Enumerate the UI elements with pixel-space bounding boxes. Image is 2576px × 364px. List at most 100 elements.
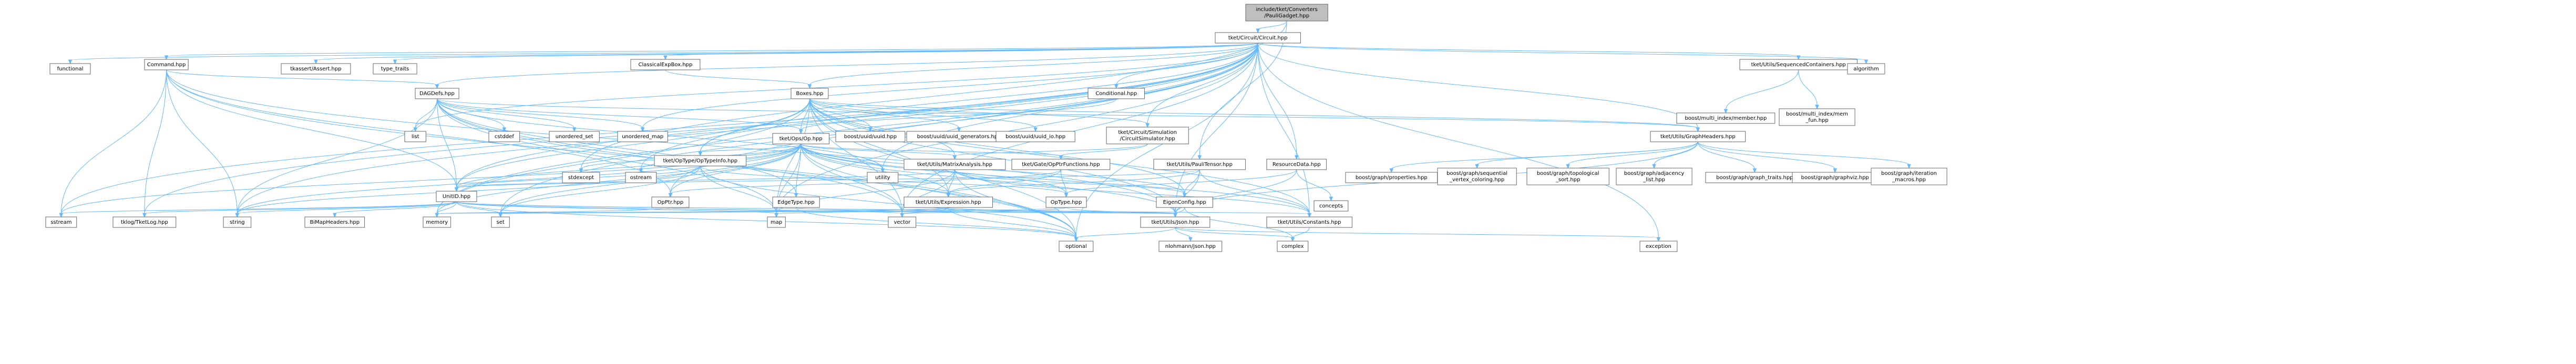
- node-box: [488, 131, 520, 142]
- edge-line: [800, 143, 955, 157]
- node-unordered_map: unordered_map: [617, 131, 668, 142]
- node-label: ResourceData.hpp: [1272, 162, 1321, 168]
- edge-line: [437, 98, 457, 189]
- edge-line: [437, 43, 1258, 86]
- edge-line: [1257, 43, 1310, 214]
- node-json[interactable]: tket/Utils/Json.hpp: [1140, 216, 1210, 228]
- edge-arrowhead: [1696, 127, 1700, 132]
- node-optype[interactable]: OpType.hpp: [1045, 196, 1087, 208]
- node-box: [1215, 32, 1301, 44]
- node-label: tket/Utils/Expression.hpp: [916, 200, 981, 205]
- edge-line: [1257, 43, 1659, 238]
- node-graph_props: boost/graph/properties.hpp: [1345, 172, 1438, 183]
- edge-classicalexpbox-to-boxes: [665, 69, 812, 89]
- edge-line: [800, 143, 1310, 214]
- node-unitid[interactable]: UnitID.hpp: [436, 191, 477, 202]
- edge-line: [1075, 227, 1176, 238]
- edge-line: [809, 98, 1176, 214]
- node-optype_fns[interactable]: tket/OpType/OpTypeInfo.hpp: [654, 155, 747, 167]
- node-command[interactable]: Command.hpp: [144, 59, 189, 70]
- node-oppifunctions[interactable]: tket/Gate/OpPtrFunctions.hpp: [1011, 159, 1111, 170]
- node-multi_member: boost/multi_index/member.hpp: [1676, 112, 1776, 124]
- node-paulitensor[interactable]: tket/Utils/PauliTensor.hpp: [1153, 159, 1246, 170]
- edge-arrowhead: [333, 213, 337, 218]
- node-matrixanalysis[interactable]: tket/Utils/MatrixAnalysis.hpp: [904, 159, 1006, 170]
- edge-dagdefs-to-unordered_map: [437, 98, 645, 132]
- nodes-layer: include/tket/Converters/PauliGadget.hpp t…: [45, 4, 1947, 252]
- edge-circuit-to-unordered_map: [640, 43, 1258, 132]
- node-label: list: [412, 134, 419, 140]
- node-classicalexpbox[interactable]: ClassicalExpBox.hpp: [630, 59, 701, 70]
- node-edgetype[interactable]: EdgeType.hpp: [772, 196, 820, 208]
- node-exception: exception: [1639, 241, 1678, 252]
- edge-arrowhead: [1329, 196, 1333, 202]
- node-box: [1871, 168, 1947, 185]
- edge-line: [1697, 141, 1835, 170]
- edge-line: [166, 69, 1076, 238]
- edge-line: [796, 207, 1076, 238]
- edge-line: [954, 169, 1310, 214]
- edge-line: [1184, 207, 1293, 238]
- node-box: [1437, 168, 1517, 185]
- edge-arrowhead: [59, 213, 64, 218]
- edge-arrowhead: [1815, 105, 1819, 110]
- edge-line: [166, 69, 438, 86]
- node-box: [1277, 241, 1309, 252]
- node-box: [562, 172, 600, 183]
- node-graphheaders[interactable]: tket/Utils/GraphHeaders.hpp: [1650, 131, 1746, 142]
- edges-layer: [59, 20, 1911, 242]
- node-box: [888, 216, 917, 228]
- edge-line: [1292, 227, 1310, 238]
- edge-resourcedata-to-concepts: [1296, 169, 1333, 202]
- node-label: include/tket/Converters: [1256, 7, 1317, 13]
- node-circsim[interactable]: tket/Circuit/Simulation/CircuitSimulator…: [1106, 127, 1189, 144]
- node-expression[interactable]: tket/Utils/Expression.hpp: [904, 196, 993, 208]
- node-circuit[interactable]: tket/Circuit/Circuit.hpp: [1215, 32, 1301, 44]
- node-resourcedata[interactable]: ResourceData.hpp: [1266, 159, 1327, 170]
- node-uuid_gen: boost/uuid/uuid_generators.hpp: [906, 131, 1012, 142]
- node-dagdefs[interactable]: DAGDefs.hpp: [415, 88, 459, 99]
- node-constants[interactable]: tket/Utils/Constants.hpp: [1266, 216, 1352, 228]
- node-label: OpPtr.hpp: [658, 200, 684, 205]
- edge-graphheaders-to-graph_topo: [1566, 141, 1698, 169]
- node-box: [772, 196, 820, 208]
- edge-line: [1060, 143, 1148, 157]
- node-assert: tkassert/Assert.hpp: [281, 63, 351, 75]
- edge-circuit-to-functional: [68, 43, 1258, 65]
- edge-line: [1697, 141, 1910, 165]
- edge-circsim-to-matrixanalysis: [952, 143, 1148, 160]
- node-optional: optional: [1059, 241, 1094, 252]
- edge-arrowhead: [1566, 164, 1570, 169]
- node-box: [1245, 4, 1328, 22]
- edge-circsim-to-oppifunctions: [1059, 143, 1148, 160]
- edge-line: [1066, 207, 1176, 214]
- node-conditional[interactable]: Conditional.hpp: [1087, 88, 1145, 99]
- edge-unitid-to-map: [456, 201, 778, 218]
- node-unordered_set: unordered_set: [549, 131, 600, 142]
- node-box: [1526, 168, 1609, 185]
- edge-line: [1257, 43, 1698, 129]
- edge-circuit-to-command: [164, 43, 1258, 60]
- edge-command-to-unitid: [166, 69, 459, 192]
- node-bitmapheaders[interactable]: BiMapHeaders.hpp: [304, 216, 365, 228]
- node-root[interactable]: include/tket/Converters/PauliGadget.hpp: [1245, 4, 1328, 22]
- node-seqcont[interactable]: tket/Utils/SequencedContainers.hpp: [1739, 59, 1857, 70]
- edge-line: [456, 201, 1076, 238]
- edge-line: [948, 207, 1076, 238]
- edge-circuit-to-resourcedata: [1257, 43, 1299, 160]
- node-box: [651, 196, 690, 208]
- node-op[interactable]: tket/Ops/Op.hpp: [772, 133, 829, 144]
- node-boxes[interactable]: Boxes.hpp: [791, 88, 829, 99]
- node-label: sstream: [50, 220, 71, 225]
- edge-boxes-to-uuid_io: [809, 98, 1038, 132]
- edge-arrowhead: [1182, 193, 1187, 198]
- edge-line: [60, 201, 457, 214]
- edge-line: [809, 98, 1698, 129]
- node-eigenconfig[interactable]: EigenConfig.hpp: [1156, 196, 1213, 208]
- edge-arrowhead: [1033, 127, 1038, 132]
- node-box: [1059, 241, 1094, 252]
- edge-circuit-to-graphheaders: [1257, 43, 1700, 132]
- node-box: [904, 196, 993, 208]
- node-opptr[interactable]: OpPtr.hpp: [651, 196, 690, 208]
- node-label: boost/graph/graph_traits.hpp: [1716, 175, 1793, 181]
